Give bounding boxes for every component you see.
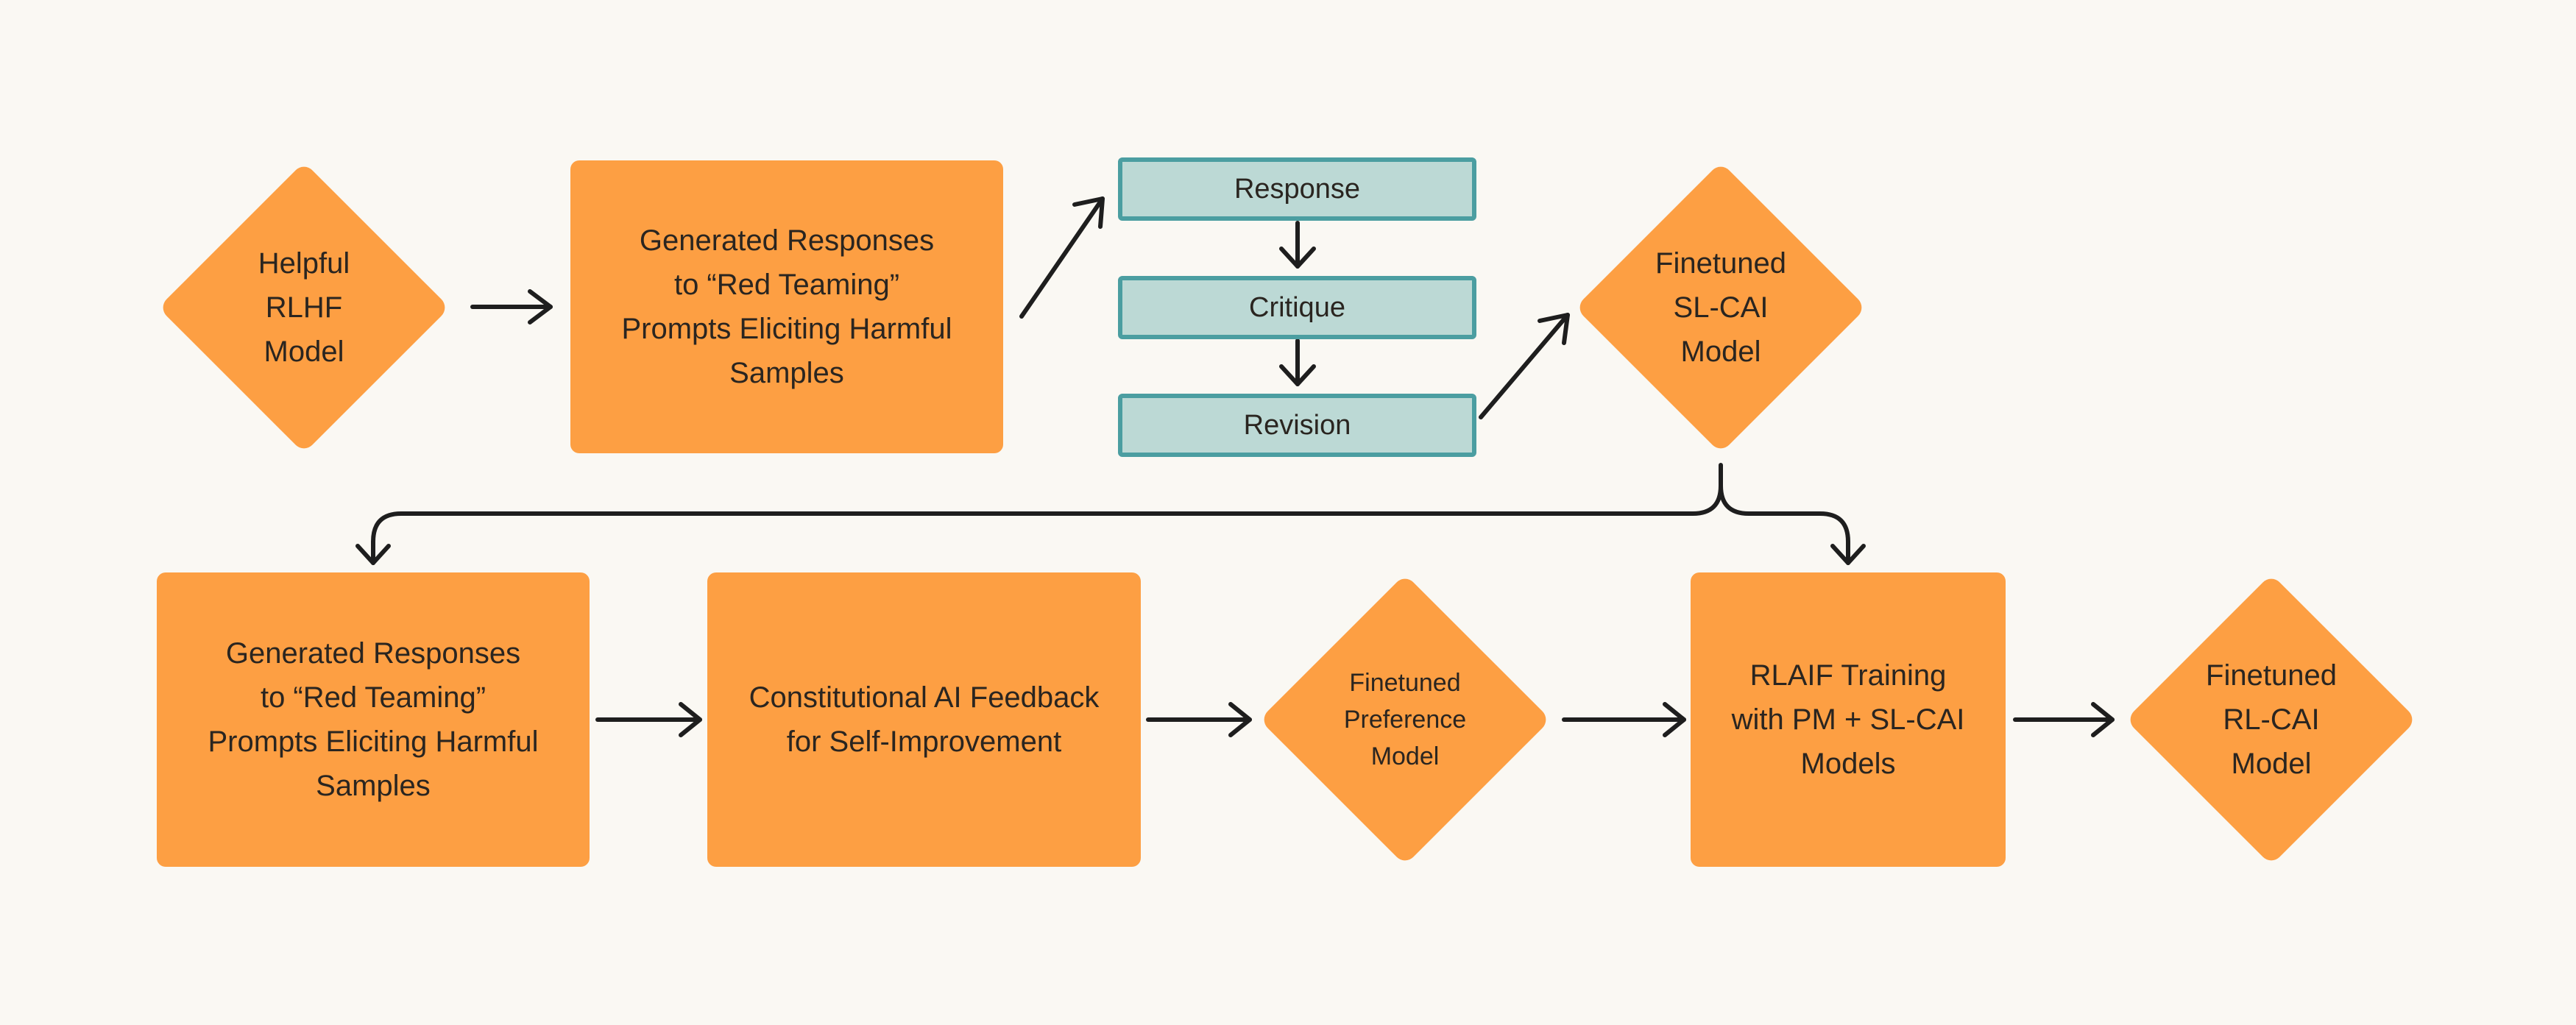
critique-text: Critique xyxy=(1249,291,1345,323)
finetuned-preference-model-text: Finetuned Preference Model xyxy=(1343,669,1467,770)
finetuned-rl-cai-model-label: Finetuned RL-CAI Model xyxy=(2168,617,2374,823)
response-box: Response xyxy=(1118,157,1476,221)
constitutional-ai-feedback-text: Constitutional AI Feedback for Self-Impr… xyxy=(749,681,1100,758)
finetuned-rl-cai-model-text: Finetuned RL-CAI Model xyxy=(2206,659,2337,780)
arrow-generated-top-to-response xyxy=(1019,196,1105,319)
arrow-revision-to-sl-cai xyxy=(1479,313,1570,419)
arrow-response-to-critique xyxy=(1279,221,1316,269)
generated-responses-top-box: Generated Responses to “Red Teaming” Pro… xyxy=(570,160,1003,453)
response-text: Response xyxy=(1234,173,1361,205)
critique-box: Critique xyxy=(1118,276,1476,339)
rlaif-training-box: RLAIF Training with PM + SL-CAI Models xyxy=(1691,572,2006,867)
arrow-rlaif-to-rl-cai xyxy=(2013,702,2115,737)
revision-text: Revision xyxy=(1243,409,1351,441)
arrow-cai-feedback-to-preference xyxy=(1146,702,1252,737)
arrow-sl-cai-branch xyxy=(355,463,1866,565)
finetuned-sl-cai-model-text: Finetuned SL-CAI Model xyxy=(1655,247,1786,368)
arrow-rlhf-to-generated-top xyxy=(470,289,553,324)
arrow-critique-to-revision xyxy=(1279,338,1316,386)
helpful-rlhf-model-label: Helpful RLHF Model xyxy=(201,205,407,411)
generated-responses-top-text: Generated Responses to “Red Teaming” Pro… xyxy=(621,224,952,389)
finetuned-sl-cai-model-label: Finetuned SL-CAI Model xyxy=(1618,205,1824,411)
helpful-rlhf-model-text: Helpful RLHF Model xyxy=(258,247,350,368)
constitutional-ai-feedback-box: Constitutional AI Feedback for Self-Impr… xyxy=(707,572,1141,867)
generated-responses-bottom-box: Generated Responses to “Red Teaming” Pro… xyxy=(157,572,590,867)
arrow-preference-to-rlaif xyxy=(1562,702,1686,737)
rlaif-training-text: RLAIF Training with PM + SL-CAI Models xyxy=(1731,659,1965,780)
finetuned-preference-model-label: Finetuned Preference Model xyxy=(1302,617,1508,823)
revision-box: Revision xyxy=(1118,394,1476,457)
arrow-generated-bottom-to-cai-feedback xyxy=(595,702,702,737)
generated-responses-bottom-text: Generated Responses to “Red Teaming” Pro… xyxy=(208,637,539,802)
